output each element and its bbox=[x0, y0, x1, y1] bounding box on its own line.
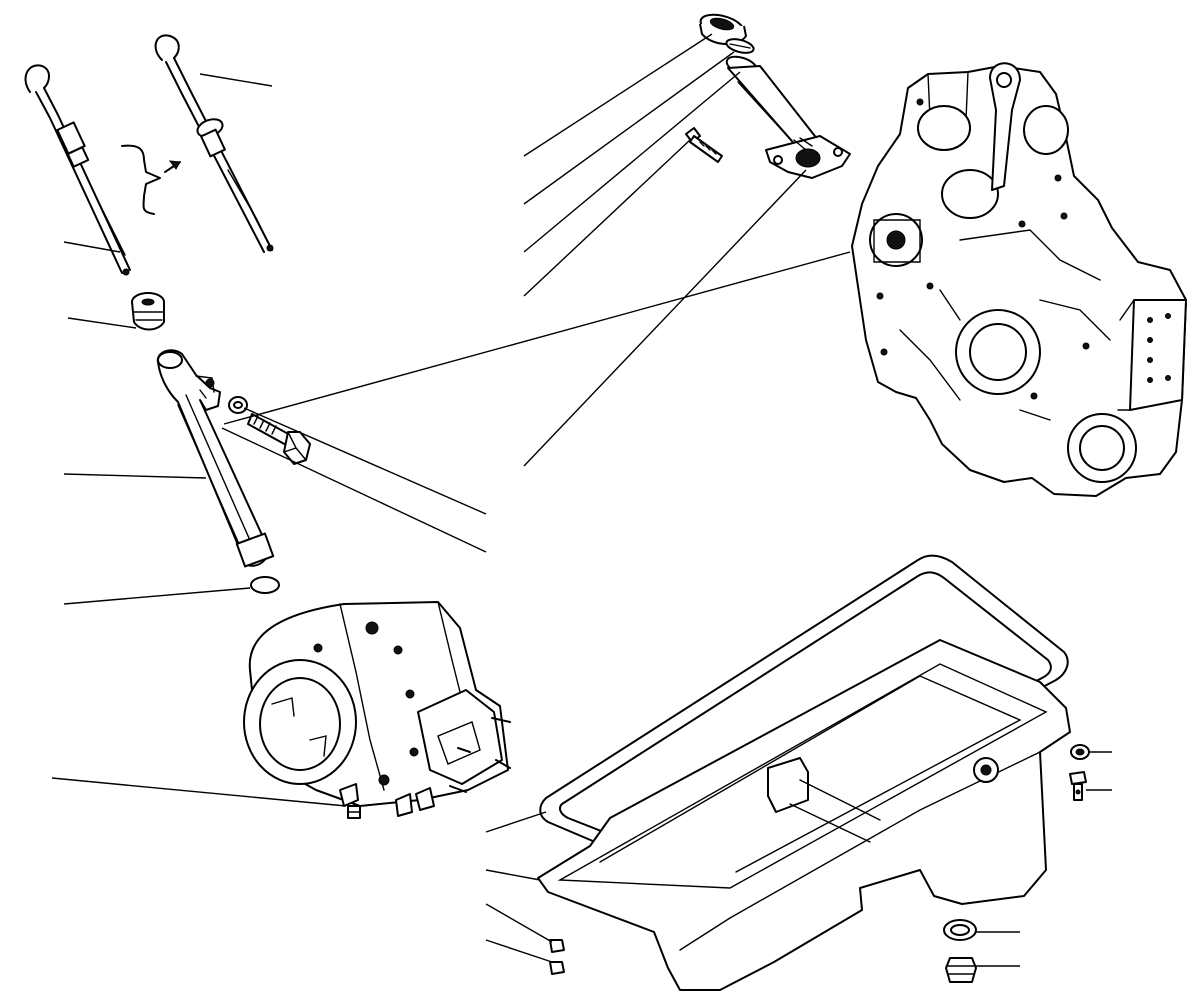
bolt-washer bbox=[228, 396, 248, 414]
filler-tube-bolt bbox=[685, 127, 723, 163]
housing-nut bbox=[347, 805, 361, 819]
pan-bolt bbox=[1069, 771, 1087, 801]
supersession-arrow bbox=[121, 144, 181, 215]
gear-housing bbox=[851, 62, 1187, 497]
pan-washer bbox=[1070, 744, 1090, 760]
oil-filler-tube bbox=[725, 55, 851, 179]
pan-drain-plug bbox=[945, 957, 977, 983]
mounting-bolt bbox=[247, 413, 311, 465]
filler-cap-gasket bbox=[725, 38, 755, 54]
dipstick-alternate bbox=[24, 64, 131, 276]
dipstick-grommet bbox=[131, 292, 165, 331]
flywheel-housing bbox=[243, 601, 511, 817]
drain-plug-seal bbox=[943, 919, 977, 941]
dipstick-replacement bbox=[154, 34, 274, 253]
leader-lines bbox=[51, 33, 1112, 967]
oil-pan bbox=[537, 639, 1071, 991]
dipstick-tube bbox=[156, 349, 275, 568]
tube-o-ring bbox=[250, 576, 280, 594]
pan-nuts bbox=[549, 939, 565, 975]
